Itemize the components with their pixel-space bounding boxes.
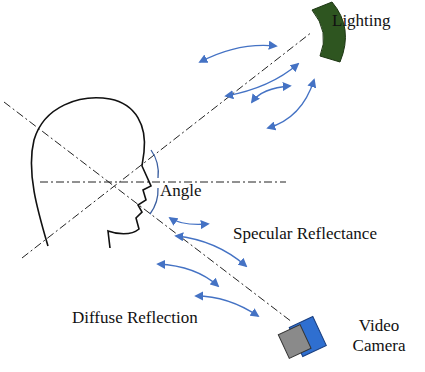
reflection-label: Diffuse Reflection (72, 308, 198, 328)
light-arrows (158, 45, 314, 316)
axis-lines (4, 32, 312, 322)
video-camera (277, 317, 326, 362)
angle-label: Angle (160, 181, 202, 201)
camera-label: Video Camera (346, 316, 412, 355)
head-silhouette (31, 98, 151, 248)
angle-arc (150, 188, 158, 214)
reflection-label: Specular Reflectance (233, 224, 377, 244)
lighting-label: Lighting (332, 11, 391, 31)
angle-arc (151, 150, 158, 178)
